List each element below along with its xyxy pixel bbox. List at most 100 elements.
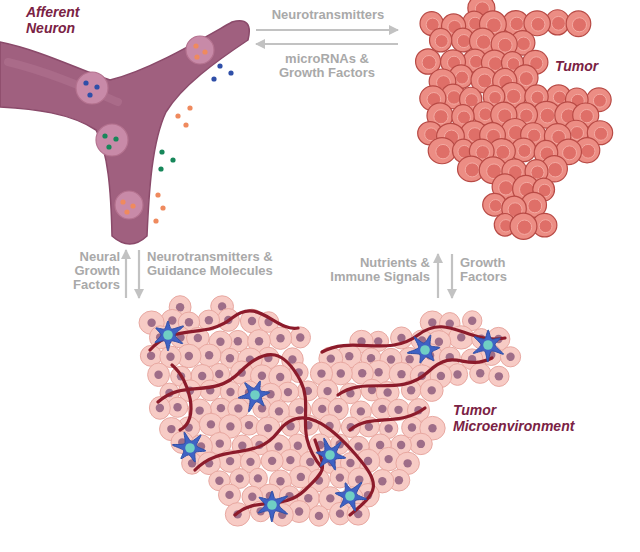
molecule-dot (159, 149, 164, 154)
cell-membrane (290, 327, 310, 348)
cell-nucleus (374, 368, 382, 376)
cell-nucleus (552, 16, 566, 30)
stromal-cell (489, 366, 509, 386)
cell-nucleus (434, 110, 448, 124)
cell-nucleus (194, 334, 202, 342)
cell-nucleus (315, 512, 323, 520)
cell-nucleus (226, 388, 234, 396)
cell-nucleus (195, 406, 203, 414)
cell-nucleus (246, 458, 254, 466)
blood-vessel (172, 365, 191, 430)
cell-membrane (470, 363, 491, 383)
tumor-cell (510, 213, 537, 239)
blood-vessel (350, 408, 425, 430)
cell-nucleus (274, 442, 282, 450)
dendritic-cell (473, 330, 503, 362)
stromal-cell (309, 506, 329, 527)
signal-label: Neurotransmitters (250, 8, 406, 22)
cell-membrane (428, 138, 456, 164)
blood-vessel (195, 418, 373, 515)
cell-membrane (430, 28, 452, 52)
cell-nucleus (594, 127, 607, 140)
cell-nucleus (519, 72, 533, 86)
label-slot: Neurotransmitters (250, 8, 406, 22)
cell-nucleus (225, 491, 233, 499)
signal-arrow (125, 250, 127, 298)
vesicle (186, 36, 214, 64)
cell-nucleus (518, 144, 531, 157)
cell-nucleus (296, 333, 304, 341)
cell-nucleus (185, 443, 195, 453)
molecule-dot (83, 80, 88, 85)
cell-body (172, 432, 205, 462)
cell-nucleus (264, 424, 272, 432)
molecule-dot (170, 157, 175, 162)
cell-nucleus (437, 372, 445, 380)
cell-membrane (500, 347, 520, 367)
cell-nucleus (325, 450, 335, 460)
cell-nucleus (571, 127, 584, 140)
molecule-dot (194, 54, 199, 59)
cell-nucleus (345, 352, 353, 360)
cell-nucleus (465, 163, 479, 177)
molecule-dot (113, 136, 118, 141)
label-slot: Neural Growth Factors (40, 250, 120, 292)
cell-nucleus (517, 220, 531, 234)
molecule-dot (102, 133, 107, 138)
cell-nucleus (376, 441, 384, 449)
cell-nucleus (456, 71, 469, 84)
cell-nucleus (354, 442, 362, 450)
stromal-cell (341, 417, 360, 438)
cell-nucleus (173, 403, 181, 411)
cell-nucleus (238, 442, 246, 450)
afferent-neuron (0, 21, 249, 244)
molecule-dot (155, 192, 160, 197)
cell-body (238, 381, 270, 412)
molecule-dot (153, 218, 158, 223)
cell-nucleus (345, 491, 355, 501)
immune-cells (155, 321, 504, 522)
cell-nucleus (147, 352, 155, 360)
signal-label: Neural Growth Factors (40, 250, 120, 292)
cell-membrane (148, 363, 170, 386)
dendritic-cell (238, 381, 270, 412)
cell-nucleus (156, 404, 164, 412)
stromal-cell (148, 363, 170, 386)
cell-nucleus (185, 352, 193, 360)
molecule-dot (202, 49, 207, 54)
signal-arrow (256, 29, 398, 31)
cell-body (316, 438, 346, 470)
cell-nucleus (495, 372, 503, 380)
stromal-cell (200, 380, 221, 401)
dendritic-cell (155, 321, 184, 351)
cell-nucleus (384, 455, 392, 463)
cell-nucleus (489, 200, 501, 212)
cell-nucleus (215, 370, 223, 378)
cell-nucleus (397, 441, 405, 449)
cell-membrane (261, 451, 283, 472)
cell-nucleus (593, 94, 606, 107)
molecule-dot (130, 203, 135, 208)
cell-nucleus (205, 316, 213, 324)
label-slot: Neurotransmitters & Guidance Molecules (147, 250, 307, 278)
molecule-dot (187, 105, 192, 110)
vesicle (76, 72, 108, 104)
cell-nucleus (453, 370, 461, 378)
dendritic-cell (407, 335, 440, 363)
cell-nucleus (198, 372, 206, 380)
molecule-dot (124, 209, 129, 214)
cell-nucleus (304, 494, 312, 502)
stromal-cell (261, 451, 283, 472)
cell-membrane (510, 213, 537, 239)
blood-vessel (338, 358, 492, 395)
cell-nucleus (378, 405, 386, 413)
blood-vessel (150, 311, 298, 350)
cell-nucleus (397, 370, 405, 378)
vesicle (96, 124, 128, 156)
cell-nucleus (581, 144, 595, 158)
dendritic-cell (172, 432, 205, 462)
dendritic-cell (335, 482, 366, 511)
cell-nucleus (166, 353, 174, 361)
cell-nucleus (255, 337, 263, 345)
